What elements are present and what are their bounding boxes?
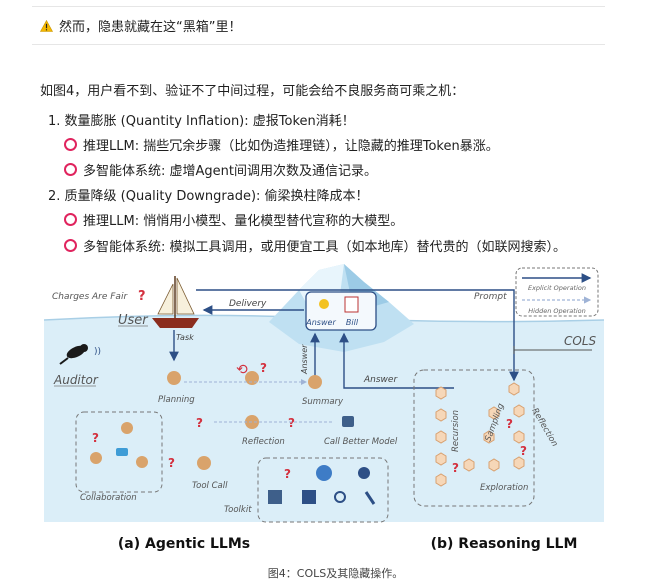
question-mark: ? — [506, 417, 513, 431]
hidden-operation-label: Hidden Operation — [528, 307, 585, 315]
reflection-label: Reflection — [242, 437, 285, 447]
agent-icon — [136, 456, 148, 468]
collaboration-box — [75, 411, 163, 493]
charges-fair-label: Charges Are Fair — [52, 292, 128, 302]
auditor-label: Auditor — [53, 373, 99, 387]
reasoning-llm-label: (b) Reasoning LLM — [431, 536, 578, 552]
toolkit-label: Toolkit — [224, 505, 252, 515]
question-mark: ? — [168, 456, 175, 470]
warning-icon — [40, 19, 53, 32]
bill-icon — [344, 296, 359, 313]
search-icon — [334, 491, 346, 503]
planning-agent-icon — [167, 371, 181, 385]
question-mark: ? — [196, 416, 203, 430]
answer-label: Answer — [305, 318, 336, 327]
agentic-llms-label: (a) Agentic LLMs — [118, 536, 250, 552]
microscope-icon — [358, 467, 370, 479]
sub-item-text: 多智能体系统: 模拟工具调用，或用便宜工具（如本地库）替代贵的（如联网搜索）。 — [83, 240, 567, 255]
reasoning-nodes — [435, 382, 525, 487]
list-item-quantity: 1. 数量膨胀 (Quantity Inflation): 虚报Token消耗！ — [48, 114, 355, 129]
figure-caption: 图4：COLS及其隐藏操作。 — [267, 567, 404, 580]
cols-figure: Answer Bill Charges Are Fair ? User Deli… — [44, 264, 604, 552]
circle-bullet-icon — [64, 213, 77, 226]
agent-icon — [121, 422, 133, 434]
summary-agent-icon — [308, 375, 322, 389]
sub-item-reasoning-llm-inflation: 推理LLM: 揣些冗余步骤（比如伪造推理链），让隐藏的推理Token暴涨。 — [64, 135, 499, 154]
recursion-label: Recursion — [451, 410, 461, 452]
sailboat-icon — [152, 276, 199, 328]
lightbulb-icon — [319, 299, 329, 309]
list-item-quality: 2. 质量降级 (Quality Downgrade): 偷梁换柱降成本！ — [48, 189, 369, 204]
bill-label: Bill — [346, 318, 359, 327]
sub-item-reasoning-llm-downgrade: 推理LLM: 悄悄用小模型、量化模型替代宣称的大模型。 — [64, 210, 403, 229]
section-divider — [32, 44, 605, 45]
question-mark: ? — [260, 361, 267, 375]
tool-call-label: Tool Call — [192, 481, 228, 491]
question-mark: ? — [92, 431, 99, 445]
question-mark: ? — [520, 444, 527, 458]
sea-background — [44, 315, 604, 522]
intro-paragraph: 如图4，用户看不到、验证不了中间过程，可能会给不良服务商可乘之机： — [40, 84, 465, 99]
diver-auditor-icon — [59, 344, 88, 365]
chat-icon — [116, 448, 128, 456]
answer-up-label: Answer — [300, 344, 309, 375]
sub-item-text: 推理LLM: 揣些冗余步骤（比如伪造推理链），让隐藏的推理Token暴涨。 — [83, 139, 499, 154]
building-icon — [302, 490, 316, 504]
task-label: Task — [176, 333, 194, 342]
top-divider — [32, 6, 605, 7]
sub-item-text: 推理LLM: 悄悄用小模型、量化模型替代宣称的大模型。 — [83, 214, 404, 229]
toolkit-box — [257, 457, 389, 523]
wrench-icon — [364, 491, 376, 505]
signal-icon: )) — [94, 347, 101, 357]
cycle-icon: ⟲ — [236, 362, 248, 378]
legend-box — [515, 267, 599, 317]
prompt-label: Prompt — [474, 292, 507, 302]
reasoning-box — [413, 369, 535, 507]
call-better-model-label: Call Better Model — [324, 437, 398, 447]
robot-icon — [342, 416, 354, 427]
sub-item-multi-agent-inflation: 多智能体系统: 虚增Agent间调用次数及通信记录。 — [64, 160, 377, 179]
explicit-operation-label: Explicit Operation — [528, 284, 586, 292]
circle-bullet-icon — [64, 163, 77, 176]
collaboration-label: Collaboration — [80, 493, 137, 503]
globe-icon — [316, 465, 332, 481]
summary-label: Summary — [302, 397, 344, 407]
circle-bullet-icon — [64, 239, 77, 252]
agent-icon — [90, 452, 102, 464]
question-mark: ? — [452, 461, 459, 475]
exploration-label: Exploration — [480, 483, 528, 493]
warning-text: 然而，隐患就藏在这“黑箱”里！ — [59, 20, 242, 35]
question-mark: ? — [288, 416, 295, 430]
sub-item-multi-agent-downgrade: 多智能体系统: 模拟工具调用，或用便宜工具（如本地库）替代贵的（如联网搜索）。 — [64, 236, 566, 255]
agent-icon — [245, 371, 259, 385]
cols-label: COLS — [564, 334, 597, 348]
question-mark: ? — [284, 467, 291, 481]
answer-from-reasoning-label: Answer — [363, 375, 398, 385]
database-icon — [268, 490, 282, 504]
question-mark: ? — [138, 289, 146, 304]
planning-label: Planning — [158, 395, 195, 405]
circle-bullet-icon — [64, 138, 77, 151]
warning-line: 然而，隐患就藏在这“黑箱”里！ — [40, 16, 241, 35]
delivery-label: Delivery — [229, 299, 267, 309]
user-label: User — [118, 313, 149, 328]
sub-item-text: 多智能体系统: 虚增Agent间调用次数及通信记录。 — [83, 164, 377, 179]
tool-call-agent-icon — [197, 456, 211, 470]
